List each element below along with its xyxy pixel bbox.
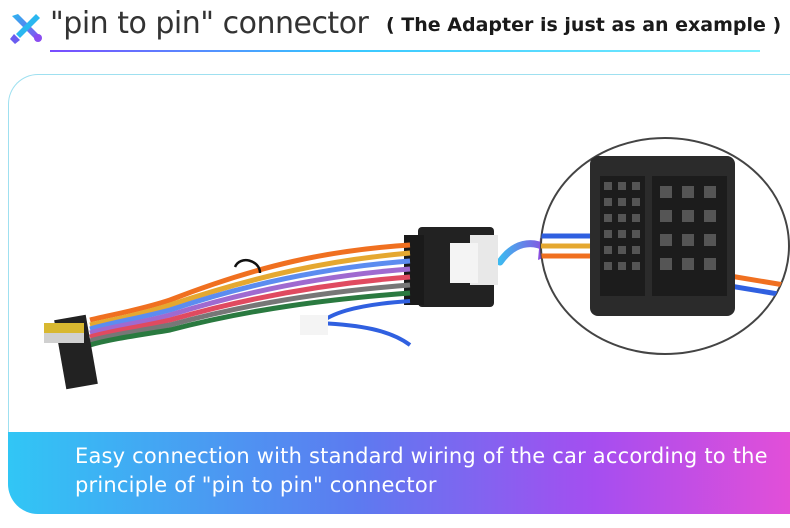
caption-line-2: principle of "pin to pin" connector — [75, 473, 437, 497]
page-subtitle: ( The Adapter is just as an example ) — [386, 14, 782, 36]
caption-line-1: Easy connection with standard wiring of … — [75, 444, 768, 468]
caption-banner — [8, 432, 790, 514]
wiring-harness-image — [44, 227, 498, 390]
wrench-screwdriver-icon — [10, 14, 42, 44]
connector-closeup-image — [540, 137, 790, 355]
caption-text: Easy connection with standard wiring of … — [75, 442, 790, 500]
page-title: "pin to pin" connector — [50, 6, 369, 41]
title-underline — [50, 50, 760, 52]
